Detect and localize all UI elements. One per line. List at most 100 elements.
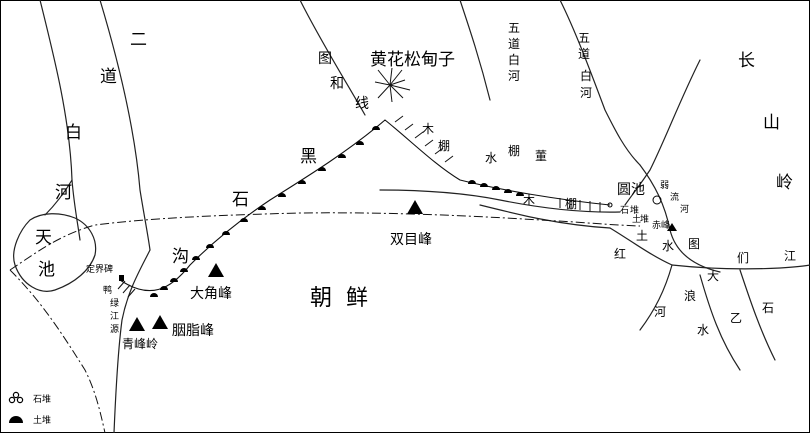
river-hong-tu bbox=[609, 227, 673, 266]
wetland-marker-icon bbox=[607, 202, 613, 208]
national-boundary bbox=[9, 212, 641, 433]
label-tu-men-1: 们 bbox=[737, 250, 749, 265]
label-er-dao-bai-he-2: 白 bbox=[65, 123, 82, 143]
label-small-mark-1: 堆 bbox=[630, 205, 639, 216]
label-shi-yi-2: 水 bbox=[697, 323, 709, 337]
label-tu-he-xian-0: 图 bbox=[318, 51, 332, 67]
label-mu-zha-2-1: 棚 bbox=[565, 196, 577, 211]
river-tu-men-jiang bbox=[671, 264, 810, 270]
label-hei-shi-gou-2: 沟 bbox=[172, 247, 189, 267]
label-shi-yi-1: 乙 bbox=[730, 311, 742, 325]
label-er-dao-bai-he-0: 二 bbox=[130, 30, 147, 50]
label-da-lang-2: 河 bbox=[654, 305, 666, 319]
label-wu-dao-1-1: 道 bbox=[508, 37, 520, 51]
label-tu-he-xian-1: 和 bbox=[330, 76, 344, 92]
label-wu-dao-1-3: 河 bbox=[508, 69, 520, 83]
label-shui-zha-dong-1: 棚 bbox=[508, 143, 520, 158]
river-yalu-source bbox=[113, 249, 151, 433]
label-ya-lv-0: 鸭 bbox=[103, 284, 112, 296]
peak-qing-feng-icon bbox=[129, 317, 145, 331]
label-chi-feng: 赤峰 bbox=[652, 220, 670, 231]
legend-stone-pile-label: 石堆 bbox=[33, 394, 51, 405]
peak-shuang-mu-icon bbox=[407, 200, 423, 214]
peaks bbox=[129, 200, 677, 331]
river-mu-zha-south bbox=[379, 189, 621, 213]
label-tu-he-xian-2: 线 bbox=[355, 96, 369, 112]
label-wu-dao-1-0: 五 bbox=[508, 21, 520, 35]
label-hong-tu-0: 红 bbox=[614, 246, 626, 261]
peak-da-jiao-icon bbox=[208, 263, 224, 277]
label-hei-shi-gou-1: 石 bbox=[232, 190, 249, 210]
river-chang-shan bbox=[624, 59, 701, 206]
label-da-lang-0: 大 bbox=[707, 269, 719, 283]
label-er-dao-bai-he-3: 河 bbox=[55, 183, 72, 203]
label-ruo-liu-1: 流 bbox=[670, 191, 679, 203]
label-chang-shan-1: 山 bbox=[763, 113, 780, 133]
river-er-dao-bai-he-east bbox=[99, 0, 151, 251]
stone-pile-icon bbox=[8, 391, 24, 404]
river-shui-zha bbox=[479, 204, 611, 229]
label-yan-zhi-feng: 胭脂峰 bbox=[172, 323, 214, 339]
label-hong-tu-2: 水 bbox=[662, 239, 674, 253]
earth-mound-icon bbox=[9, 416, 23, 423]
label-small-mark-0: 石 bbox=[620, 206, 629, 216]
label-mu-zha-1-1: 棚 bbox=[438, 138, 450, 153]
label-huang-hua-song: 黄花松甸子 bbox=[370, 50, 455, 70]
label-shui-zha-dong-2: 董 bbox=[535, 149, 547, 163]
label-shuang-mu-feng: 双目峰 bbox=[390, 232, 432, 248]
label-da-jiao-feng: 大角峰 bbox=[190, 286, 232, 302]
legend: 石堆 土堆 bbox=[8, 391, 51, 426]
river-da-lang bbox=[639, 264, 673, 331]
label-er-dao-bai-he-1: 道 bbox=[100, 67, 117, 87]
legend-earth-mound-label: 土堆 bbox=[33, 414, 51, 426]
label-shui-zha-dong-0: 水 bbox=[485, 151, 497, 165]
legend-stone-pile: 石堆 bbox=[8, 391, 51, 405]
label-wu-dao-1-2: 白 bbox=[508, 52, 520, 67]
label-wu-dao-2-0: 五 bbox=[578, 31, 590, 45]
lake-tian-chi bbox=[13, 213, 97, 292]
stele-icon bbox=[119, 275, 124, 281]
map-labels: 二 道 白 河 天 池 黄花松甸子 图 和 线 五 道 白 河 五 道 白 河 … bbox=[35, 21, 796, 351]
label-da-lang-1: 浪 bbox=[684, 288, 696, 303]
river-shi-yi bbox=[739, 269, 776, 361]
label-ruo-liu-2: 河 bbox=[680, 203, 689, 215]
river-ruo-liu bbox=[639, 164, 721, 273]
label-shi-yi-0: 石 bbox=[762, 301, 774, 315]
label-qing-feng-ling: 青峰岭 bbox=[122, 337, 158, 351]
river-south-branch bbox=[699, 274, 741, 371]
survey-route bbox=[119, 119, 611, 292]
river-tu-he-line-branch bbox=[299, 0, 366, 116]
label-chao-xian: 朝 鲜 bbox=[310, 286, 368, 311]
sunburst-icon bbox=[374, 67, 411, 103]
label-wu-dao-2-3: 河 bbox=[580, 86, 592, 100]
river-wu-dao-1 bbox=[459, 0, 491, 101]
peak-chi-feng-icon bbox=[667, 223, 677, 231]
label-wu-dao-2-1: 道 bbox=[578, 47, 590, 61]
label-tu-men-2: 江 bbox=[784, 249, 796, 263]
yuan-chi-icon bbox=[652, 195, 662, 205]
label-small-mark-3: 堆 bbox=[640, 214, 649, 225]
legend-earth-mound: 土堆 bbox=[9, 414, 51, 426]
label-chang-shan-0: 长 bbox=[738, 51, 755, 71]
label-tian-chi-0: 天 bbox=[35, 228, 52, 248]
label-ya-lv-3: 源 bbox=[110, 324, 119, 335]
label-ya-lv-1: 绿 bbox=[110, 297, 119, 309]
river-wu-dao-2 bbox=[559, 0, 641, 166]
label-mu-zha-2-0: 木 bbox=[523, 193, 535, 207]
label-hei-shi-gou-0: 黑 bbox=[300, 147, 317, 167]
label-chang-shan-2: 岭 bbox=[776, 173, 793, 193]
label-yuan-chi: 圆池 bbox=[617, 182, 645, 198]
label-ruo-liu-0: 弱 bbox=[660, 180, 669, 191]
label-hong-tu-1: 土 bbox=[636, 229, 648, 243]
earth-mounds bbox=[150, 126, 524, 297]
label-tu-men-0: 图 bbox=[688, 237, 700, 251]
label-ya-lv-2: 江 bbox=[110, 311, 119, 322]
label-ding-jie-bei: 定界碑 bbox=[86, 263, 113, 275]
label-small-mark-2: 土 bbox=[632, 213, 641, 225]
river-er-dao-bai-he-west bbox=[39, 0, 81, 241]
label-tian-chi-1: 池 bbox=[38, 260, 55, 280]
peak-yan-zhi-icon bbox=[152, 315, 168, 329]
fence-ticks bbox=[117, 115, 601, 298]
label-mu-zha-1-0: 木 bbox=[422, 122, 434, 136]
